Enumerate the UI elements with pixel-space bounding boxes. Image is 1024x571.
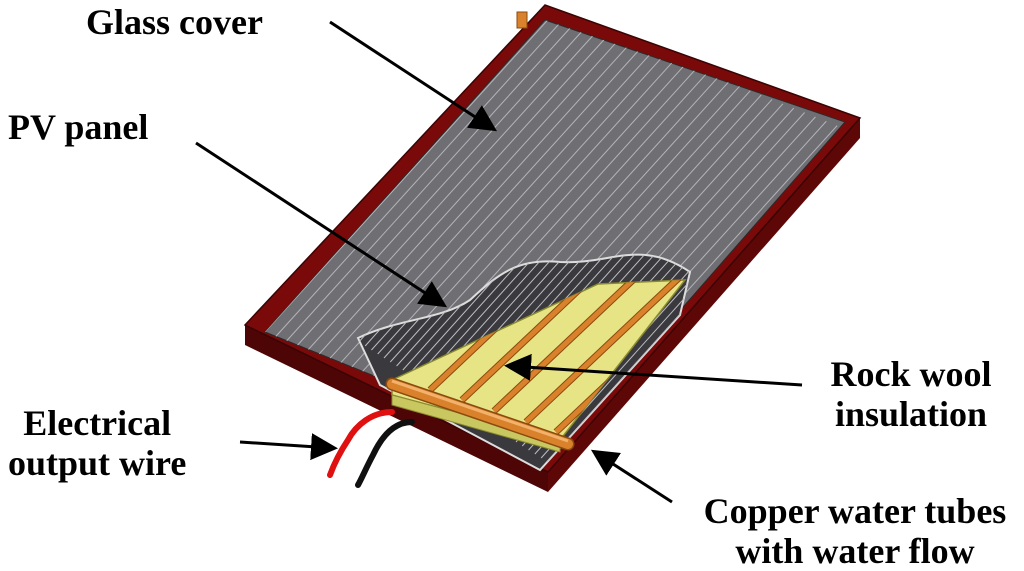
glass-line [340,42,632,363]
pv-line [421,254,683,383]
copper-stub [516,11,528,29]
label-copper-line1: Copper water tubes [703,491,1007,531]
leader-arrows [195,20,803,504]
pv-line [427,254,689,387]
label-copper-line2: with water flow [735,531,975,571]
glass-line [351,46,643,368]
wire-black [355,419,415,488]
label-rock-line1: Rock wool [830,354,992,394]
copper-tube [524,280,685,424]
glass-line [286,20,578,342]
arrow-electrical [239,433,338,461]
frame-side-right [548,118,860,492]
label-rock-wool-insulation: Rock wool insulation [800,354,1022,434]
wire-red [327,409,395,478]
pv-line [402,254,664,371]
copper-tube [460,280,639,402]
arrow-glass-cover [329,20,498,132]
glass-line [329,37,621,359]
electrical-wires [327,409,415,488]
label-rock-line2: insulation [834,394,988,434]
frame-side-front [245,325,548,492]
pv-line [396,254,657,367]
pv-line [415,254,676,379]
pv-line [408,254,670,375]
glass-line [265,20,556,333]
glass-line [297,24,588,346]
label-glass-cover: Glass cover [86,2,263,42]
glass-line [308,29,599,350]
glass-line [275,20,567,337]
label-electrical-line2: output wire [8,443,187,483]
glass-line [318,33,610,355]
glass-line [362,50,654,372]
pv-line [547,254,690,463]
header-pipe [385,377,575,451]
label-electrical-line1: Electrical [23,403,172,443]
label-electrical-output-wire: Electrical output wire [8,403,186,483]
arrow-copper [590,449,673,504]
label-copper-water-tubes: Copper water tubes with water flow [686,491,1024,571]
copper-tube [492,280,671,413]
arrow-rock-wool [504,353,803,387]
label-pv-panel: PV panel [8,107,149,147]
arrow-pv-panel [195,141,448,308]
